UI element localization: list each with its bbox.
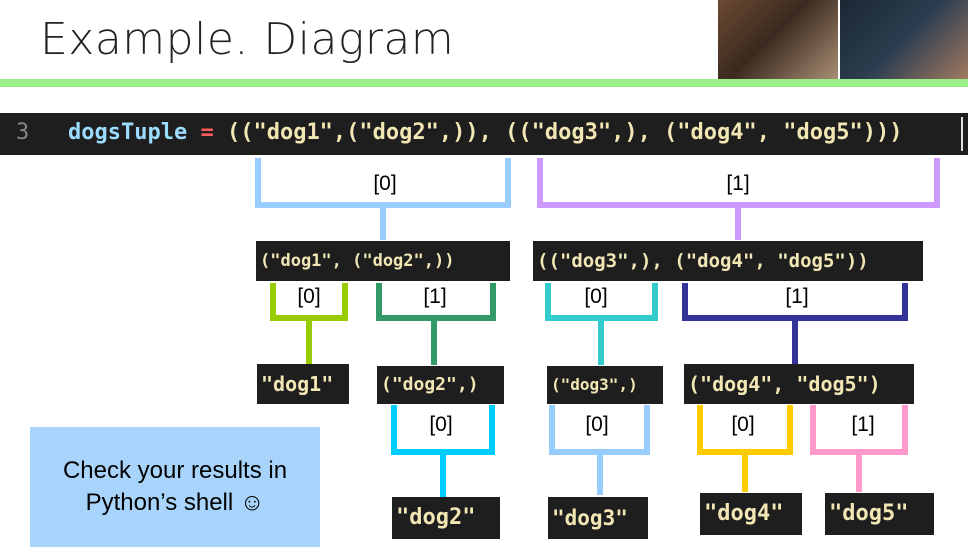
bracket-top-right (537, 158, 940, 240)
note-text: Check your results in Python’s shell ☺ (62, 457, 288, 516)
title-divider (0, 79, 968, 87)
bracket-r1 (682, 283, 908, 365)
code-statement: dogsTuple = (("dog1",("dog2",)), (("dog3… (68, 120, 902, 145)
index-label-dog3: [0] (585, 413, 609, 436)
code-box-dog3-tuple: ("dog3",) (547, 366, 663, 404)
bracket-l1 (376, 283, 496, 365)
code-box-right-tuple: (("dog3",), ("dog4", "dog5")) (533, 241, 923, 281)
index-label-r1: [1] (785, 285, 809, 308)
code-box-dog5: "dog5" (825, 493, 934, 535)
note-box: Check your results in Python’s shell ☺ (30, 427, 320, 547)
code-box-dog2: "dog2" (392, 497, 500, 539)
bracket-l0 (270, 283, 348, 365)
code-line: 3 dogsTuple = (("dog1",("dog2",)), (("do… (0, 113, 968, 155)
bracket-dog4 (697, 405, 793, 492)
index-label-l1: [1] (423, 285, 447, 308)
code-box-dog1: "dog1" (257, 364, 349, 404)
code-box-dog2-tuple: ("dog2",) (377, 366, 504, 404)
assign-operator: = (200, 120, 214, 145)
index-label-top-right: [1] (726, 172, 750, 195)
text-cursor (961, 117, 963, 151)
bracket-dog3 (549, 405, 650, 495)
index-label-l0: [0] (297, 285, 321, 308)
index-label-dog4: [0] (731, 413, 755, 436)
laptop-code-photo (840, 0, 968, 79)
code-box-dog4: "dog4" (700, 493, 802, 535)
index-label-dog5: [1] (851, 413, 875, 436)
laptop-photo (718, 0, 838, 79)
code-box-left-tuple: ("dog1", ("dog2",)) (256, 241, 510, 281)
index-label-dog2: [0] (429, 413, 453, 436)
bracket-dog5 (810, 405, 908, 492)
bracket-top-left (255, 158, 511, 240)
bracket-r0 (545, 283, 658, 365)
line-number: 3 (16, 120, 30, 145)
slide-title: Example. Diagram (40, 14, 455, 65)
variable-name: dogsTuple (68, 120, 188, 145)
bracket-dog2 (391, 405, 495, 497)
tuple-literal: (("dog1",("dog2",)), (("dog3",), ("dog4"… (226, 120, 903, 145)
index-label-r0: [0] (584, 285, 608, 308)
index-label-top-left: [0] (373, 172, 397, 195)
code-box-dog3: "dog3" (548, 497, 648, 539)
code-box-dog45-tuple: ("dog4", "dog5") (684, 364, 914, 404)
